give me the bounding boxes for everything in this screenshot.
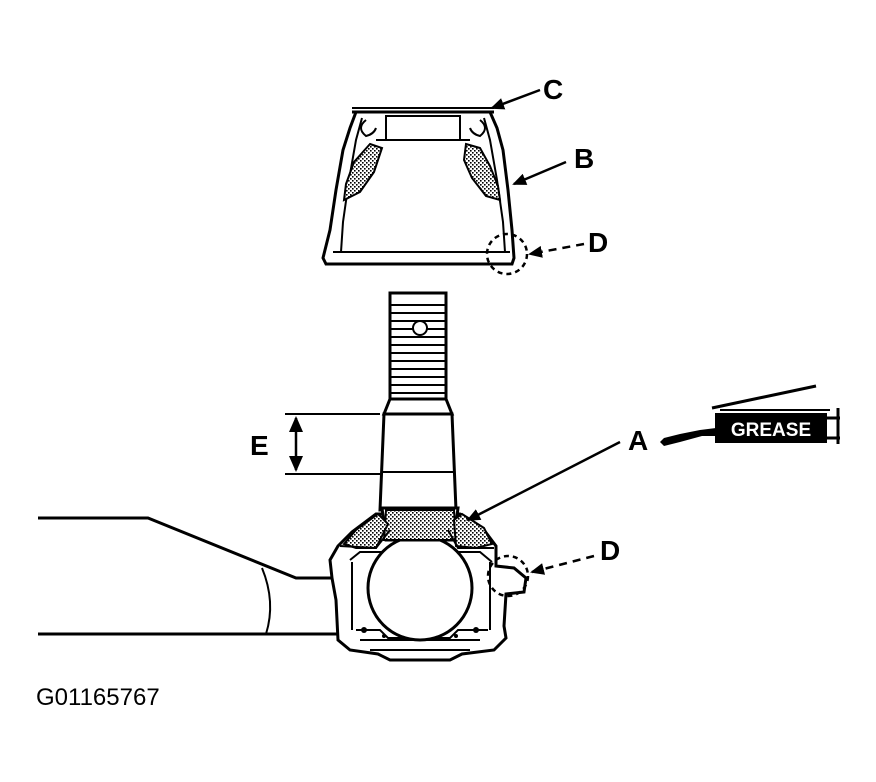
leader-d-upper bbox=[528, 242, 585, 258]
ball-stud bbox=[378, 291, 458, 512]
housing-grease-top bbox=[382, 509, 458, 541]
grease-gun: GREASE bbox=[660, 384, 840, 446]
boot-grease-right bbox=[462, 142, 502, 202]
label-d-upper: D bbox=[588, 227, 608, 258]
figure-id: G01165767 bbox=[36, 684, 160, 711]
housing-grease-right bbox=[452, 512, 494, 550]
grease-gun-label: GREASE bbox=[731, 420, 811, 441]
dust-boot bbox=[321, 107, 516, 266]
leader-b bbox=[512, 160, 567, 186]
label-c: C bbox=[543, 74, 563, 105]
ball bbox=[366, 534, 474, 642]
detail-circle-d-upper bbox=[485, 232, 529, 276]
label-d-lower: D bbox=[600, 535, 620, 566]
leader-d-lower bbox=[530, 554, 595, 575]
dimension-e bbox=[285, 413, 380, 475]
boot-grease-left bbox=[342, 142, 384, 202]
detail-circle-d-lower bbox=[486, 554, 530, 598]
leader-a bbox=[466, 440, 621, 522]
label-e: E bbox=[250, 430, 269, 461]
label-b: B bbox=[574, 143, 594, 174]
leader-c bbox=[490, 88, 541, 110]
cotter-pin-hole bbox=[412, 320, 428, 336]
tie-rod-end bbox=[38, 506, 528, 662]
label-a: A bbox=[628, 425, 648, 456]
